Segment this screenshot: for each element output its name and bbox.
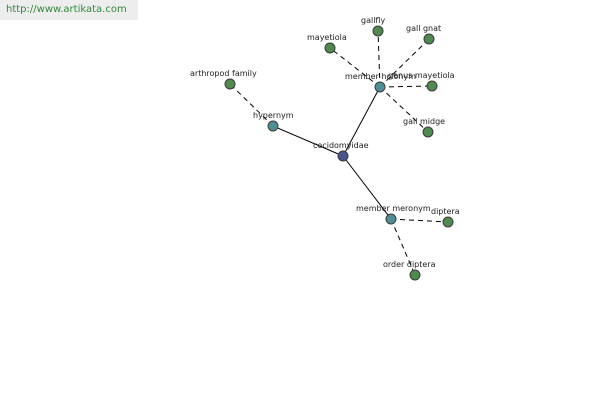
node-gallfly[interactable] (372, 25, 384, 37)
edge-member-holonym-to-mayetiola (329, 47, 381, 88)
node-cecidomyidae[interactable] (337, 150, 349, 162)
node-label-member-holonym[interactable]: member holonym (345, 72, 416, 81)
node-member-holonym[interactable] (374, 81, 386, 93)
node-diptera[interactable] (442, 216, 454, 228)
labels-layer: cecidomyidae hypernym member holonym member… (190, 16, 460, 269)
node-label-diptera[interactable]: diptera (431, 207, 460, 216)
node-label-order-diptera[interactable]: order diptera (383, 260, 436, 269)
edge-hypernym-to-arthropod-family (229, 83, 274, 127)
node-label-gall-midge[interactable]: gall midge (403, 117, 445, 126)
edge-member-holonym-to-gall-midge (379, 86, 429, 133)
nodes-layer (224, 25, 454, 281)
edge-member-meronym-to-diptera (390, 218, 449, 223)
node-mayetiola[interactable] (324, 42, 336, 54)
node-label-gallfly[interactable]: gallfly (361, 16, 385, 25)
edge-cecidomyidae-to-hypernym (272, 125, 344, 157)
node-member-meronym[interactable] (385, 213, 397, 225)
node-order-diptera[interactable] (409, 269, 421, 281)
node-label-gall-gnat[interactable]: gall gnat (406, 24, 441, 33)
edges-layer (229, 30, 449, 276)
edge-member-holonym-to-gall-gnat (379, 38, 430, 88)
node-label-cecidomyidae[interactable]: cecidomyidae (313, 141, 369, 150)
node-label-member-meronym[interactable]: member meronym (356, 204, 431, 213)
node-label-arthropod-family[interactable]: arthropod family (190, 69, 257, 78)
site-url-link[interactable]: http://www.artikata.com (6, 4, 127, 15)
node-genus-mayetiola[interactable] (426, 80, 438, 92)
edge-member-meronym-to-order-diptera (390, 218, 416, 276)
node-label-genus-mayetiola[interactable]: genus mayetiola (388, 71, 455, 80)
node-gall-midge[interactable] (422, 126, 434, 138)
node-arthropod-family[interactable] (224, 78, 236, 90)
edge-member-holonym-to-gallfly (377, 30, 381, 88)
edge-cecidomyidae-to-member-holonym (342, 86, 381, 157)
edge-member-holonym-to-genus-mayetiola (379, 85, 433, 88)
node-hypernym[interactable] (267, 120, 279, 132)
edge-cecidomyidae-to-member-meronym (342, 155, 392, 220)
node-label-mayetiola[interactable]: mayetiola (307, 33, 347, 42)
node-label-hypernym[interactable]: hypernym (253, 111, 294, 120)
url-banner: http://www.artikata.com (0, 0, 138, 20)
node-gall-gnat[interactable] (423, 33, 435, 45)
